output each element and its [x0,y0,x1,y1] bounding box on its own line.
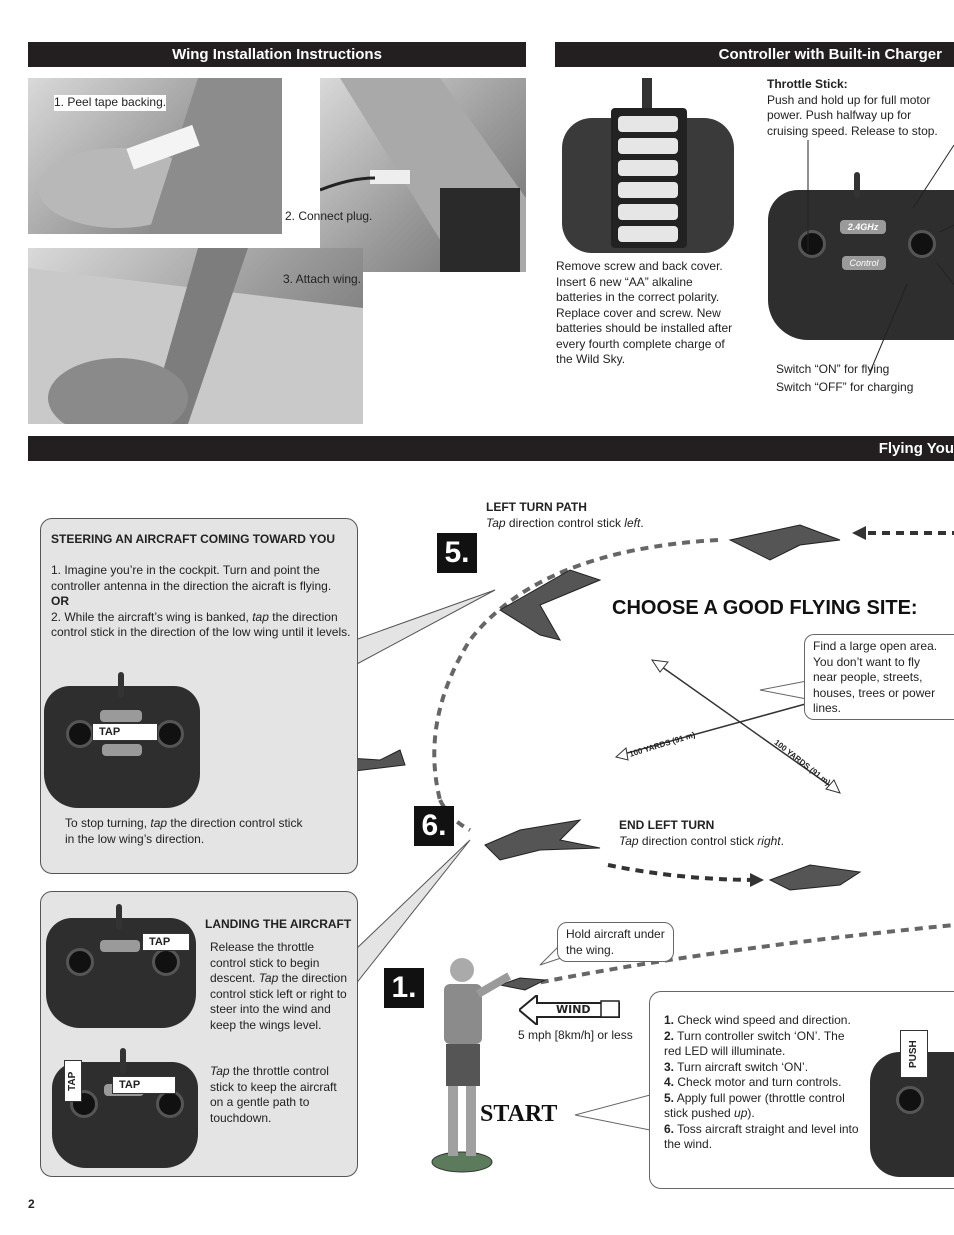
landing-p1-tap: Tap [258,971,279,985]
landing-title: LANDING THE AIRCRAFT [205,917,352,931]
check-2-num: 2. [664,1028,675,1043]
launch-checklist: 1. Check wind speed and direction. 2. Tu… [664,1013,864,1153]
landing-p2: Tap the throttle control stick to keep t… [210,1064,350,1126]
steering-tap-arrow: TAP [92,723,158,741]
check-6-num: 6. [664,1121,675,1136]
wing-step-3: 3. Attach wing. [283,272,362,286]
steering-or: OR [51,594,69,608]
hold-aircraft-bubble: Hold aircraft under the wing. [557,922,674,962]
flying-site-bubble: Find a large open area. You don’t want t… [804,634,954,720]
check-5-up: up [734,1106,748,1120]
switch-on-label: Switch “ON” for flying [776,362,890,376]
step-5-badge: 5. [437,533,477,573]
steering-p2-tap: tap [252,609,269,624]
landing-p1-b: the direction control stick left or righ… [210,971,347,1032]
end-left-turn-dir: right [757,833,781,848]
wind-arrow [519,995,634,1025]
stop-a: To stop turning, [65,816,151,830]
steering-p1: 1. Imagine you’re in the cockpit. Turn a… [51,563,332,593]
check-5-num: 5. [664,1090,675,1105]
connect-plug-photo [320,78,526,272]
wind-speed: 5 mph [8km/h] or less [518,1028,633,1042]
switch-off-label: Switch “OFF” for charging [776,380,914,394]
steering-controller [44,672,200,808]
wing-step-2: 2. Connect plug. [285,209,373,223]
check-3: Turn aircraft switch ‘ON’. [674,1059,809,1074]
check-5-a: Apply full power (throttle control stick… [664,1090,845,1121]
stop-tap: tap [150,816,168,830]
step-6-badge: 6. [414,806,454,846]
check-2: Turn controller switch ‘ON’. The red LED… [664,1028,845,1059]
start-label: START [480,1101,558,1127]
steering-p2-a: 2. While the aircraft’s wing is banked, [51,609,253,624]
landing-tap-arrow-up: TAP [64,1060,82,1102]
flying-title: Flying You [878,440,954,457]
page-number: 2 [28,1197,35,1211]
left-turn-title: LEFT TURN PATH [486,500,587,514]
left-turn-tap: Tap [486,515,506,530]
landing-p2-b: the throttle control stick to keep the a… [210,1064,337,1125]
flying-site-title: CHOOSE A GOOD FLYING SITE: [612,597,918,619]
controller-model: Control [842,256,886,270]
wing-installation-header: Wing Installation Instructions [28,42,526,67]
check-1-num: 1. [664,1013,675,1027]
wing-installation-title: Wing Installation Instructions [172,46,382,63]
end-left-turn: END LEFT TURN Tap direction control stic… [619,818,839,849]
end-left-turn-end: . [780,833,784,848]
end-left-turn-tap: Tap [619,833,639,848]
check-1: Check wind speed and direction. [674,1013,851,1027]
steering-p2-b: the direction control stick in the direc… [51,609,351,640]
steering-text: 1. Imagine you’re in the cockpit. Turn a… [51,563,351,641]
steering-title: STEERING AN AIRCRAFT COMING TOWARD YOU [51,532,336,546]
landing-p2-tap: Tap [210,1064,230,1078]
check-4-num: 4. [664,1075,675,1089]
left-turn-path: LEFT TURN PATH Tap direction control sti… [486,500,706,531]
wind-label: WIND [556,1003,591,1016]
throttle-text: Push and hold up for full motor power. P… [767,92,938,138]
check-4: Check motor and turn controls. [674,1075,842,1089]
landing-p1-a: Release the throttle control stick to be… [210,940,320,985]
peel-tape-photo [28,78,282,234]
battery-compartment-photo [556,78,740,258]
stop-b: the direction control stick in the low w… [65,816,303,846]
person-launching-photo [428,950,518,1175]
landing-p1: Release the throttle control stick to be… [210,940,350,1033]
controller-charger-header: Controller with Built-in Charger [555,42,954,67]
attach-wing-photo [28,248,363,424]
check-6: Toss aircraft straight and level into th… [664,1121,859,1152]
push-arrow: PUSH [900,1030,928,1078]
flying-header: Flying You [28,436,954,461]
left-turn-text: direction control stick [505,515,625,530]
end-left-turn-title: END LEFT TURN [619,818,715,832]
left-turn-dir: left [624,515,641,530]
throttle-description: Throttle Stick: Push and hold up for ful… [767,77,947,139]
controller-front-photo: 2.4GHz Control [768,172,954,340]
stop-turning-text: To stop turning, tap the direction contr… [65,816,305,847]
check-5-b: ). [747,1106,755,1120]
landing-tap-arrow-2: TAP [112,1076,176,1094]
left-turn-end: . [640,515,644,530]
end-left-turn-text: direction control stick [638,833,758,848]
wing-step-1: 1. Peel tape backing. [54,95,167,111]
check-3-num: 3. [664,1059,675,1074]
controller-brand: 2.4GHz [840,220,886,234]
controller-charger-title: Controller with Built-in Charger [718,46,942,63]
step-1-badge: 1. [384,968,424,1008]
throttle-title: Throttle Stick: [767,77,848,91]
landing-tap-arrow-1: TAP [142,933,190,951]
battery-instructions: Remove screw and back cover. Insert 6 ne… [556,259,733,366]
